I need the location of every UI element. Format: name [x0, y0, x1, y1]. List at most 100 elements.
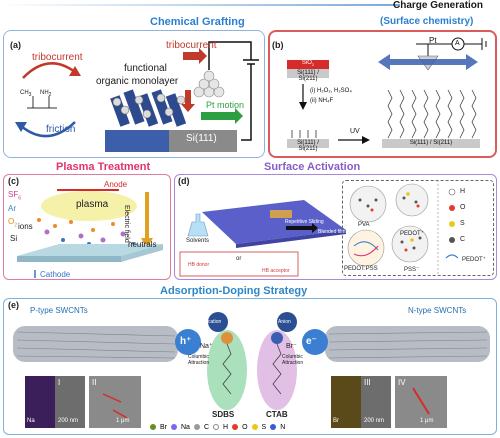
- sf6-label: SF6: [8, 190, 22, 202]
- legend-s-dot-e: [251, 424, 258, 430]
- si-wafer-top-label: Si(111) / Si(211): [297, 70, 319, 82]
- legend-o: O: [460, 204, 466, 211]
- repetitive-sliding-label: Repetitive Sliding: [285, 219, 324, 225]
- na-plus-label: Na⁺: [200, 343, 213, 350]
- pedot-circle: [395, 183, 429, 217]
- columbic-left-label: Columbic Attraction: [188, 354, 210, 366]
- efield-arrow: [141, 192, 153, 248]
- slide-arrow: [286, 223, 318, 233]
- si-wafer-grafted: [382, 139, 480, 148]
- legend-h: H: [460, 188, 466, 195]
- legend-na-label: Na: [181, 423, 190, 431]
- o2-label: O2: [8, 217, 18, 229]
- legend-h-label-e: H: [223, 423, 229, 431]
- hb-donor-label: HB donor: [188, 262, 210, 268]
- tribocurrent-right-arrow: [183, 48, 207, 64]
- functional-label: functional: [124, 63, 167, 74]
- legend-c: C: [460, 236, 466, 243]
- neutrals-label: neutrals: [128, 240, 157, 249]
- legend-pedot-line: [445, 254, 459, 259]
- panel-b-diagram: [291, 37, 487, 144]
- h-plus-circle: [175, 329, 201, 355]
- p-type-label: P-type SWCNTs: [30, 306, 88, 315]
- panel-e: [3, 298, 497, 435]
- sdbs-label: SDBS: [212, 410, 235, 419]
- blended-film-label: Blended film: [318, 229, 346, 235]
- legend-o-label-e: O: [242, 423, 248, 431]
- br-minus-label: Br⁻: [286, 343, 297, 350]
- pt-label: Pt: [429, 36, 437, 45]
- pt-motion-arrow: [201, 108, 243, 124]
- map-br-label: Br: [333, 418, 339, 424]
- scale-200nm-left: 200 nm: [58, 418, 79, 424]
- micro-label-iii: III: [364, 378, 371, 387]
- sio2-layer: [287, 60, 329, 69]
- panel-c-diagram: [17, 189, 163, 278]
- micrograph-na-map: [25, 376, 55, 428]
- surface-chemistry-title: (Surface chemistry): [380, 16, 474, 27]
- solvent-flask: [187, 213, 209, 237]
- si-wafer-top: [287, 69, 329, 78]
- h-plus-label: h⁺: [180, 336, 192, 347]
- micro-label-ii: II: [92, 378, 97, 387]
- top-blue-bar: [0, 4, 400, 6]
- legend-o-dot-e: [232, 424, 239, 430]
- legend-s-dot: [449, 221, 455, 227]
- micrograph-iii: [361, 376, 391, 428]
- cation-circle: [208, 312, 228, 332]
- si-label: Si: [10, 234, 18, 243]
- panel-c-letter: (c): [8, 176, 19, 186]
- panel-d: [174, 174, 497, 280]
- treatment-step2: (ii) NH₄F: [310, 98, 334, 104]
- scale-1um-right: 1 μm: [420, 418, 434, 424]
- friction-label: friction: [46, 124, 76, 135]
- micrograph-i: [55, 376, 85, 428]
- legend-c-dot: [449, 237, 455, 243]
- micro-label-i: I: [58, 378, 61, 387]
- panel-d-letter: (d): [178, 176, 190, 186]
- al-slider-label: Al slider: [296, 193, 314, 199]
- micro-label-iv: IV: [398, 378, 406, 387]
- cathode-label: Cathode: [40, 270, 71, 279]
- pedot-plus-label: PEDOT⁺: [400, 231, 424, 237]
- friction-arrowhead: [15, 122, 27, 132]
- surface-activation-title: Surface Activation: [264, 161, 361, 173]
- plasma-treatment-title: Plasma Treatment: [56, 161, 151, 173]
- si-wafer-plasma: [17, 244, 163, 256]
- molecule-inset: [342, 180, 494, 276]
- cation-label: cation: [208, 319, 222, 325]
- legend-h-dot: [448, 188, 456, 196]
- si-wafer-h-label: Si(111) / Si(211): [297, 140, 319, 152]
- treatment-step1: (i) H₂O₂, H₂SO₄: [310, 88, 352, 94]
- uv-label: UV: [350, 128, 360, 135]
- legend-br-label: Br: [160, 423, 167, 431]
- tribocurrent-arrow: [22, 62, 76, 79]
- e-minus-circle: [302, 329, 328, 355]
- anode-label: Anode: [104, 180, 128, 189]
- si-wafer-grafted-label: Si(111) / Si(211): [409, 140, 453, 146]
- pva-label: PVA: [358, 222, 370, 228]
- tribocurrent-arrowhead: [69, 66, 81, 76]
- pss-circle: [391, 225, 429, 263]
- chemical-grafting-title: Chemical Grafting: [150, 16, 245, 28]
- p-type-cnt-bundle: [13, 326, 178, 362]
- circuit-wire: [208, 41, 252, 70]
- n-type-label: N-type SWCNTs: [408, 306, 467, 315]
- molecule-inset-drawing: [347, 180, 459, 276]
- legend-c-label-e: C: [203, 423, 210, 431]
- pt-tip: [193, 70, 225, 98]
- ammeter-label: A: [455, 40, 460, 47]
- or-label: or: [236, 256, 242, 262]
- legend-o-dot: [449, 205, 455, 211]
- panel-a: [3, 30, 265, 158]
- down-arrow: [181, 90, 195, 112]
- si-wafer-h: [287, 139, 329, 148]
- sio2-label: SiO2: [301, 60, 315, 68]
- scale-200nm-right: 200 nm: [364, 418, 385, 424]
- solvents-label: Solvents: [186, 238, 210, 244]
- legend-pedot: PEDOT⁺: [462, 257, 486, 263]
- efield-label: Electric field: [123, 205, 130, 243]
- legend-c-dot-e: [193, 424, 200, 430]
- anion-circle: [277, 312, 297, 332]
- panel-e-diagram: [13, 312, 490, 428]
